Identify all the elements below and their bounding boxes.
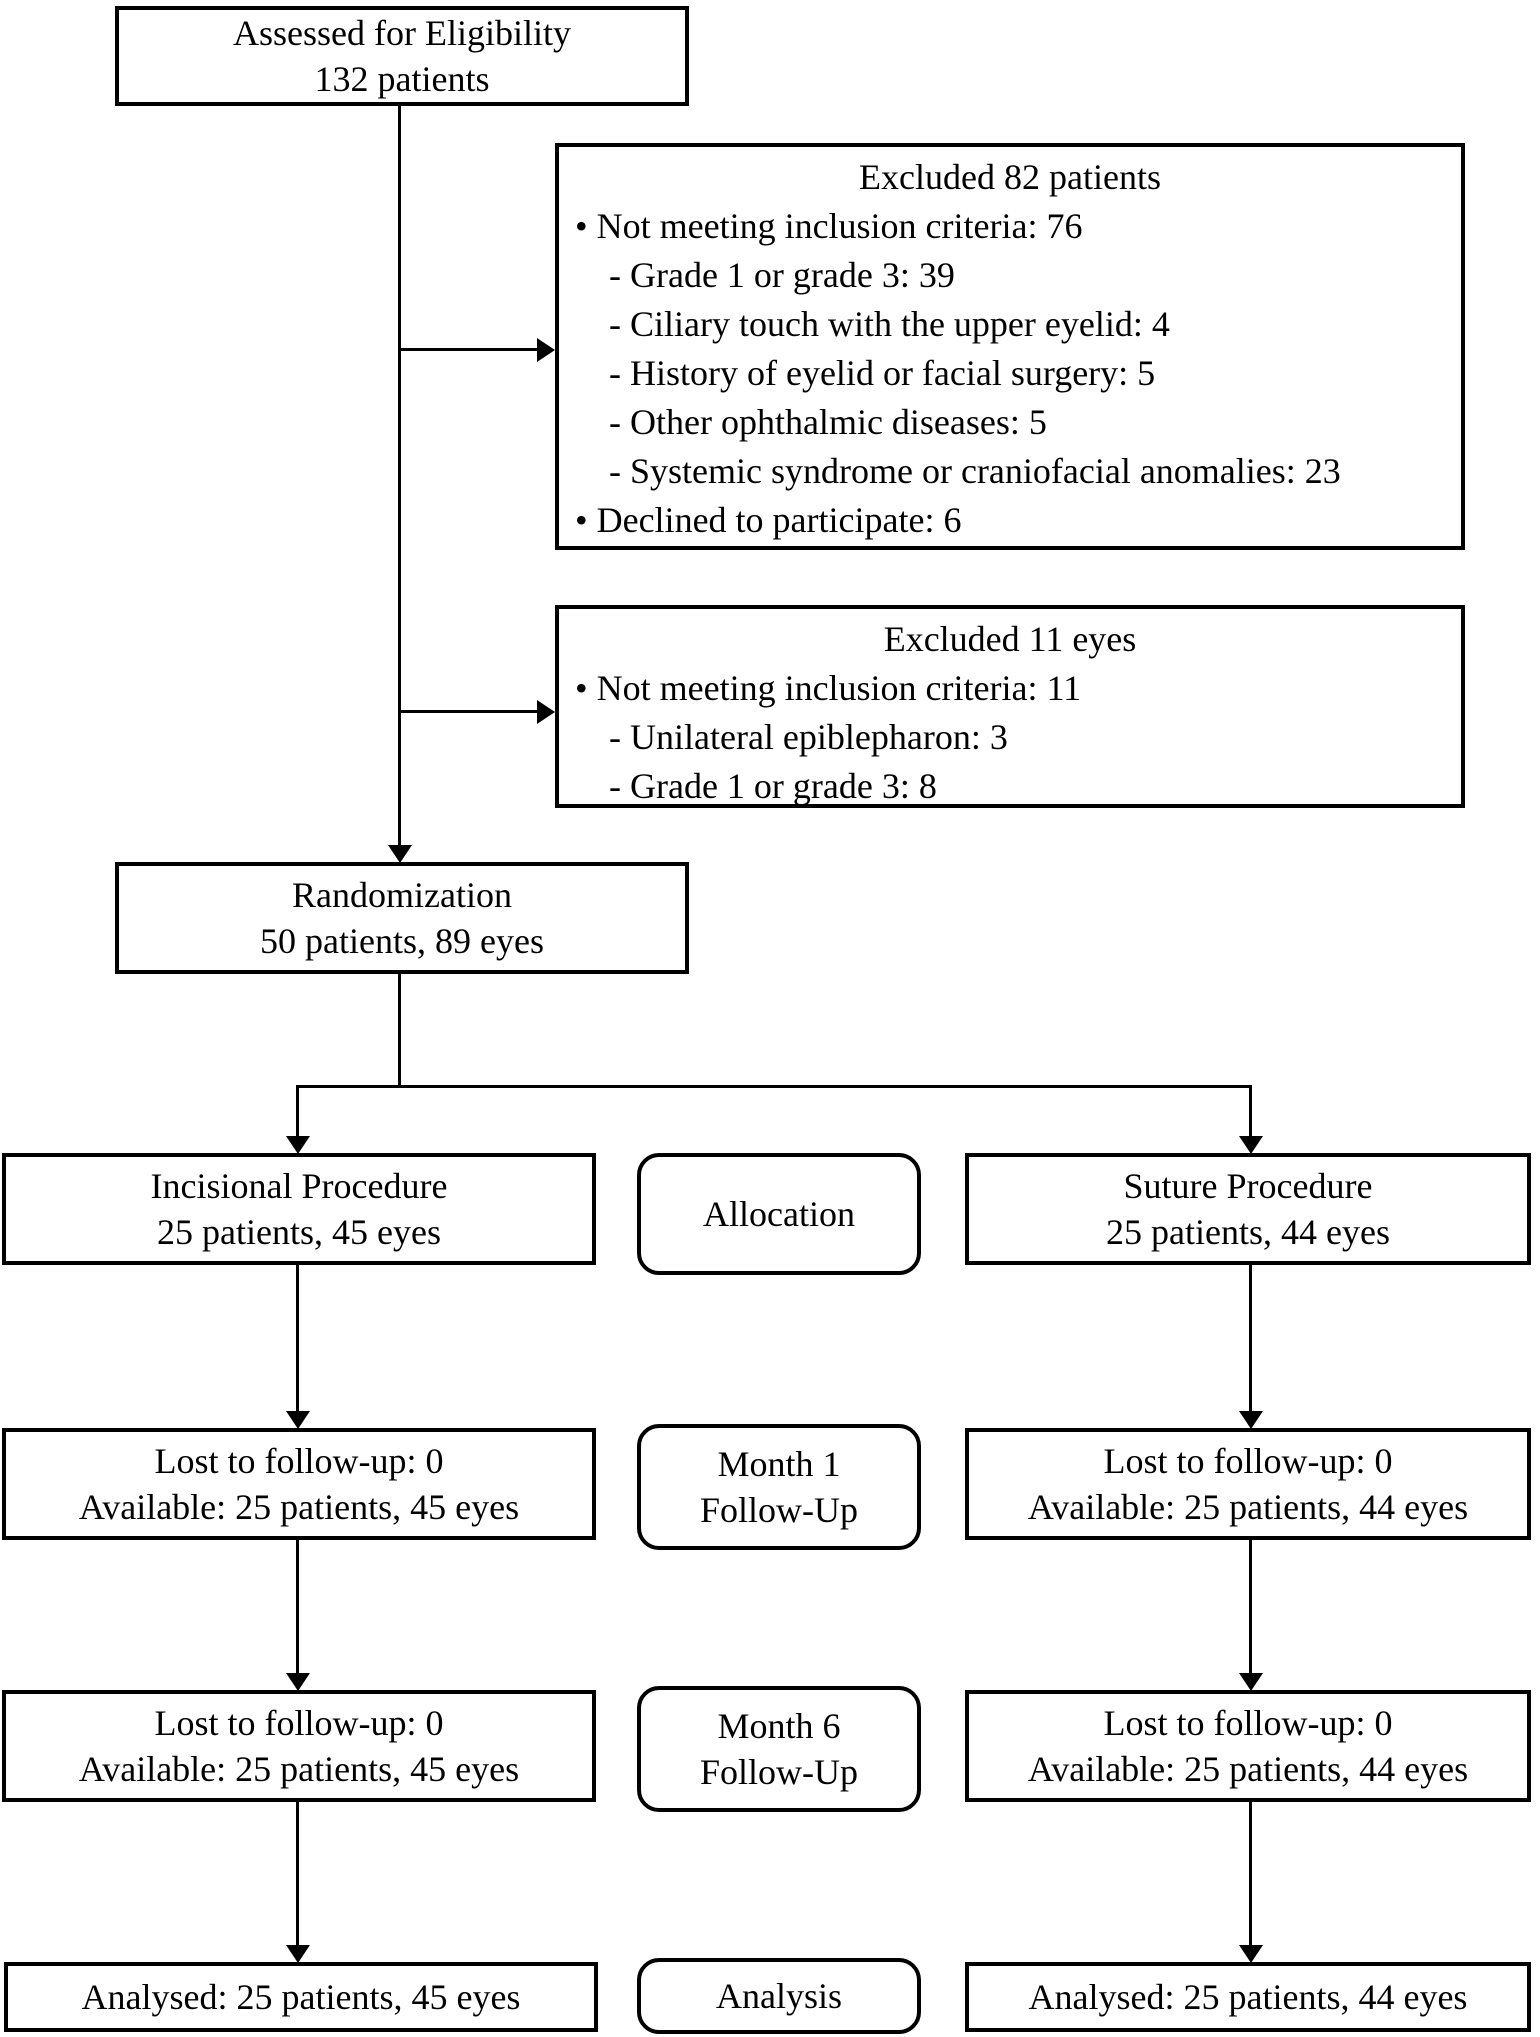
allocation-stage-label: Allocation bbox=[637, 1153, 921, 1275]
excluded-82-subitem: - Systemic syndrome or craniofacial anom… bbox=[609, 451, 1341, 491]
arrowhead-into-month6-right bbox=[1239, 1673, 1263, 1691]
arrowhead-into-excluded-11 bbox=[537, 700, 555, 724]
arrowhead-into-month6-left bbox=[286, 1673, 310, 1691]
excluded-11-subitem: - Unilateral epiblepharon: 3 bbox=[609, 717, 1008, 757]
month1-left-line1: Lost to follow-up: 0 bbox=[154, 1441, 444, 1481]
excluded-82-item: • Declined to participate: 6 bbox=[575, 500, 962, 540]
analysis-label-text: Analysis bbox=[716, 1976, 842, 2016]
randomization-line1: Randomization bbox=[292, 875, 512, 915]
excluded-82-subitem: - History of eyelid or facial surgery: 5 bbox=[609, 353, 1156, 393]
analysed-left-text: Analysed: 25 patients, 45 eyes bbox=[81, 1977, 521, 2017]
month1-right-line2: Available: 25 patients, 44 eyes bbox=[1027, 1487, 1469, 1527]
excluded-11-title: Excluded 11 eyes bbox=[883, 619, 1137, 659]
assessed-for-eligibility-box: Assessed for Eligibility 132 patients bbox=[115, 6, 689, 106]
suture-procedure-box: Suture Procedure 25 patients, 44 eyes bbox=[965, 1153, 1531, 1265]
month1-label-line1: Month 1 bbox=[717, 1444, 841, 1484]
month6-suture-box: Lost to follow-up: 0 Available: 25 patie… bbox=[965, 1690, 1531, 1802]
month6-right-line1: Lost to follow-up: 0 bbox=[1103, 1703, 1393, 1743]
randomization-box: Randomization 50 patients, 89 eyes bbox=[115, 862, 689, 974]
month1-right-line1: Lost to follow-up: 0 bbox=[1103, 1441, 1393, 1481]
arrow-line-to-excluded-82 bbox=[398, 348, 538, 351]
arrowhead-into-randomization bbox=[388, 845, 412, 863]
right-line-to-analysis bbox=[1249, 1802, 1252, 1945]
month6-label-line2: Follow-Up bbox=[699, 1752, 858, 1792]
allocation-label-text: Allocation bbox=[703, 1194, 855, 1234]
right-line-to-month6 bbox=[1249, 1540, 1252, 1673]
arrowhead-into-suture bbox=[1239, 1136, 1263, 1154]
analysed-suture-box: Analysed: 25 patients, 44 eyes bbox=[965, 1962, 1531, 2032]
excluded-11-subitem: - Grade 1 or grade 3: 8 bbox=[609, 766, 937, 806]
excluded-82-subitem: - Other ophthalmic diseases: 5 bbox=[609, 402, 1047, 442]
right-branch-down-line bbox=[1249, 1085, 1252, 1136]
left-line-to-month1 bbox=[296, 1265, 299, 1411]
arrowhead-into-analysis-left bbox=[286, 1945, 310, 1963]
incisional-line2: 25 patients, 45 eyes bbox=[157, 1212, 441, 1252]
analysis-stage-label: Analysis bbox=[637, 1958, 921, 2034]
month1-suture-box: Lost to follow-up: 0 Available: 25 patie… bbox=[965, 1428, 1531, 1540]
excluded-82-title: Excluded 82 patients bbox=[859, 157, 1161, 197]
month6-incisional-box: Lost to follow-up: 0 Available: 25 patie… bbox=[2, 1690, 596, 1802]
month6-left-line2: Available: 25 patients, 45 eyes bbox=[78, 1749, 520, 1789]
month1-left-line2: Available: 25 patients, 45 eyes bbox=[78, 1487, 520, 1527]
excluded-82-item: • Not meeting inclusion criteria: 76 bbox=[575, 206, 1083, 246]
month6-label-line1: Month 6 bbox=[717, 1706, 841, 1746]
excluded-82-subitem: - Grade 1 or grade 3: 39 bbox=[609, 255, 955, 295]
month1-incisional-box: Lost to follow-up: 0 Available: 25 patie… bbox=[2, 1428, 596, 1540]
analysed-incisional-box: Analysed: 25 patients, 45 eyes bbox=[4, 1962, 598, 2032]
assessed-line1: Assessed for Eligibility bbox=[233, 13, 571, 53]
branch-horizontal-line bbox=[296, 1085, 1252, 1088]
arrowhead-into-incisional bbox=[286, 1136, 310, 1154]
left-line-to-analysis bbox=[296, 1802, 299, 1945]
excluded-82-subitem: - Ciliary touch with the upper eyelid: 4 bbox=[609, 304, 1170, 344]
month1-stage-label: Month 1 Follow-Up bbox=[637, 1424, 921, 1550]
trunk-line bbox=[398, 104, 401, 846]
month6-right-line2: Available: 25 patients, 44 eyes bbox=[1027, 1749, 1469, 1789]
excluded-11-eyes-box: Excluded 11 eyes • Not meeting inclusion… bbox=[555, 605, 1465, 808]
excluded-11-item: • Not meeting inclusion criteria: 11 bbox=[575, 668, 1082, 708]
arrowhead-into-analysis-right bbox=[1239, 1945, 1263, 1963]
excluded-82-patients-box: Excluded 82 patients • Not meeting inclu… bbox=[555, 143, 1465, 550]
incisional-procedure-box: Incisional Procedure 25 patients, 45 eye… bbox=[2, 1153, 596, 1265]
analysed-right-text: Analysed: 25 patients, 44 eyes bbox=[1028, 1977, 1468, 2017]
incisional-line1: Incisional Procedure bbox=[150, 1166, 448, 1206]
assessed-line2: 132 patients bbox=[314, 59, 490, 99]
arrowhead-into-excluded-82 bbox=[537, 338, 555, 362]
right-line-to-month1 bbox=[1249, 1265, 1252, 1411]
month6-left-line1: Lost to follow-up: 0 bbox=[154, 1703, 444, 1743]
randomization-line2: 50 patients, 89 eyes bbox=[260, 921, 544, 961]
left-branch-down-line bbox=[296, 1085, 299, 1136]
month1-label-line2: Follow-Up bbox=[699, 1490, 858, 1530]
arrowhead-into-month1-left bbox=[286, 1411, 310, 1429]
suture-line1: Suture Procedure bbox=[1123, 1166, 1373, 1206]
suture-line2: 25 patients, 44 eyes bbox=[1106, 1212, 1390, 1252]
randomization-down-line bbox=[398, 972, 401, 1086]
left-line-to-month6 bbox=[296, 1540, 299, 1673]
arrow-line-to-excluded-11 bbox=[398, 710, 538, 713]
month6-stage-label: Month 6 Follow-Up bbox=[637, 1686, 921, 1812]
arrowhead-into-month1-right bbox=[1239, 1411, 1263, 1429]
